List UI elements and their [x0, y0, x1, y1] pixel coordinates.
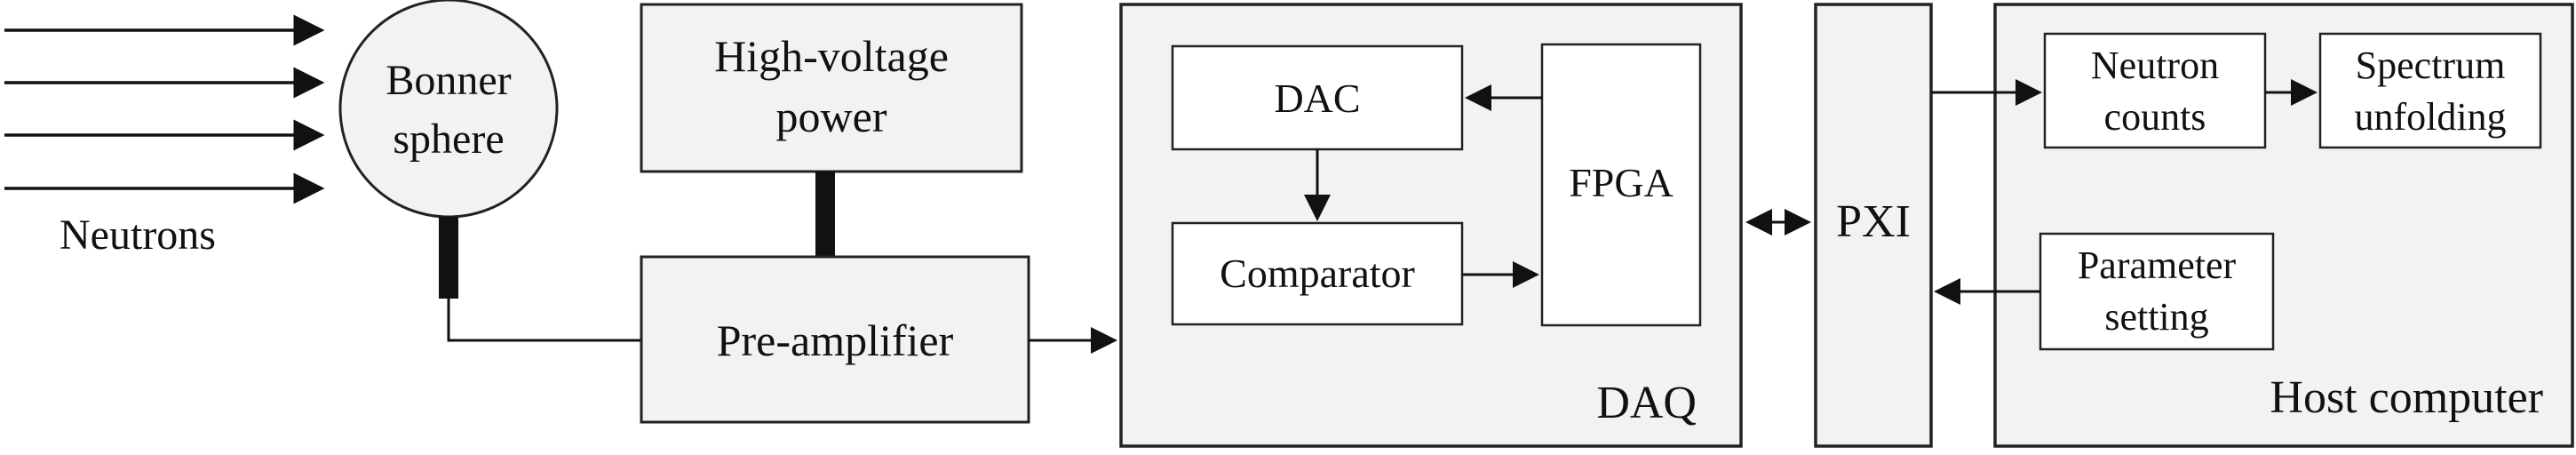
high-voltage-label-line1: High-voltage	[714, 31, 949, 81]
neutron-counts-label-line1: Neutron	[2091, 44, 2219, 87]
high-voltage-label-line2: power	[776, 92, 887, 141]
spectrum-unfolding-label-line2: unfolding	[2354, 95, 2506, 139]
parameter-setting-box	[2039, 232, 2275, 351]
pre-amplifier-label: Pre-amplifier	[717, 315, 954, 365]
host-computer-label: Host computer	[2270, 372, 2543, 423]
spectrum-unfolding-box	[2318, 32, 2542, 149]
bonner-sphere-label-line2: sphere	[393, 116, 504, 163]
bonner-sphere-connector	[439, 217, 458, 299]
high-voltage-connector	[815, 172, 835, 257]
dac-label: DAC	[1274, 76, 1360, 121]
neutron-counts-label-line2: counts	[2104, 95, 2206, 139]
pxi-label: PXI	[1836, 196, 1911, 247]
bonner-sphere-circle	[338, 0, 559, 219]
neutrons-label: Neutrons	[60, 212, 216, 259]
comparator-box	[1171, 221, 1464, 326]
neutron-arrows	[4, 14, 325, 204]
bonner-sphere-label-line1: Bonner	[386, 57, 511, 104]
neutron-counts-box	[2043, 32, 2267, 149]
fpga-box	[1540, 43, 1702, 327]
daq-label: DAQ	[1596, 378, 1697, 428]
pxi-panel	[1814, 3, 1933, 448]
spectrum-unfolding-label-line1: Spectrum	[2356, 44, 2506, 87]
fpga-label: FPGA	[1569, 160, 1674, 205]
parameter-setting-label-line2: setting	[2104, 295, 2208, 339]
bonner-sphere: Bonner sphere	[338, 0, 559, 219]
high-voltage-power-box	[640, 3, 1023, 173]
comparator-label: Comparator	[1220, 251, 1415, 296]
dac-box	[1171, 44, 1464, 151]
parameter-setting-label-line1: Parameter	[2078, 243, 2237, 287]
pre-amplifier-box	[640, 255, 1030, 424]
sphere-to-preamp-wire	[447, 299, 641, 342]
